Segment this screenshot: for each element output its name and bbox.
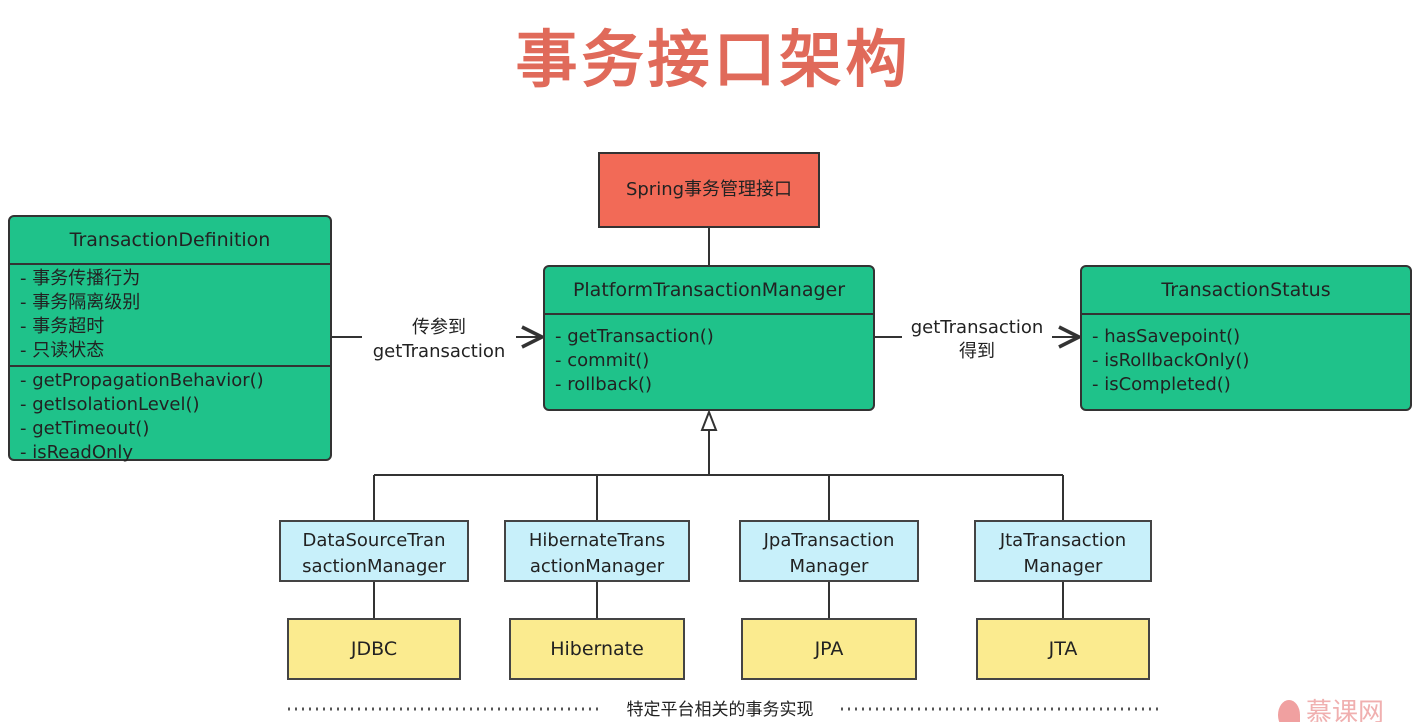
definition-attribute: - 事务传播行为 xyxy=(20,268,141,289)
impl-name-line: actionManager xyxy=(529,556,665,577)
definition-method: - getIsolationLevel() xyxy=(20,394,200,415)
definition-attribute: - 事务隔离级别 xyxy=(20,292,141,313)
status-methods: - hasSavepoint() - isRollbackOnly() - is… xyxy=(1082,315,1410,399)
inheritance-arrow-head xyxy=(700,409,718,431)
impl-name-line: JtaTransaction xyxy=(999,530,1127,551)
definition-method: - isReadOnly xyxy=(20,442,134,463)
platform-transaction-manager-box: PlatformTransactionManager - getTransact… xyxy=(543,265,875,411)
jpa-transaction-manager-box: JpaTransaction Manager xyxy=(739,520,919,582)
manager-method: - getTransaction() xyxy=(555,326,714,347)
spring-transaction-interface-box: Spring事务管理接口 xyxy=(598,152,820,228)
definition-to-manager-label: 传参到 getTransaction xyxy=(362,316,516,364)
edge-label-line: getTransaction xyxy=(372,341,506,362)
transaction-definition-box: TransactionDefinition - 事务传播行为 - 事务隔离级别 … xyxy=(8,215,332,463)
watermark-logo: 慕课网 xyxy=(1278,696,1427,722)
transaction-definition-title: TransactionDefinition xyxy=(10,217,330,265)
manager-methods: - getTransaction() - commit() - rollback… xyxy=(545,315,873,399)
platform-transaction-manager-title: PlatformTransactionManager xyxy=(545,267,873,315)
transaction-status-title: TransactionStatus xyxy=(1082,267,1410,315)
platform-hibernate-box: Hibernate xyxy=(509,618,685,680)
manager-method: - commit() xyxy=(555,350,650,371)
footer-caption: 特定平台相关的事务实现 xyxy=(600,698,840,722)
status-method: - hasSavepoint() xyxy=(1092,326,1241,347)
datasource-transaction-manager-box: DataSourceTran sactionManager xyxy=(279,520,469,582)
impl-name-line: Manager xyxy=(789,556,869,577)
edge-label-line: getTransaction xyxy=(910,317,1044,338)
impl-name-line: DataSourceTran xyxy=(302,530,446,551)
definition-attribute: - 只读状态 xyxy=(20,340,105,361)
impl-name-line: HibernateTrans xyxy=(528,530,666,551)
status-method: - isCompleted() xyxy=(1092,374,1231,395)
definition-attributes: - 事务传播行为 - 事务隔离级别 - 事务超时 - 只读状态 xyxy=(10,265,330,365)
impl-name-line: JpaTransaction xyxy=(763,530,895,551)
jta-transaction-manager-box: JtaTransaction Manager xyxy=(974,520,1152,582)
impl-name-line: sactionManager xyxy=(302,556,446,577)
impl-name-line: Manager xyxy=(1023,556,1103,577)
watermark-text: 慕课网 xyxy=(1306,698,1385,722)
definition-methods: - getPropagationBehavior() - getIsolatio… xyxy=(10,365,330,467)
edge-label-line: 得到 xyxy=(959,341,995,362)
page-title: 事务接口架构 xyxy=(515,23,912,96)
platform-jpa-box: JPA xyxy=(741,618,917,680)
edge-label-line: 传参到 xyxy=(412,317,466,338)
transaction-status-box: TransactionStatus - hasSavepoint() - isR… xyxy=(1080,265,1412,411)
manager-to-status-label: getTransaction 得到 xyxy=(902,316,1052,364)
definition-method: - getTimeout() xyxy=(20,418,150,439)
manager-method: - rollback() xyxy=(555,374,653,395)
platform-jta-box: JTA xyxy=(976,618,1150,680)
definition-method: - getPropagationBehavior() xyxy=(20,370,264,391)
platform-jdbc-box: JDBC xyxy=(287,618,461,680)
flame-icon xyxy=(1278,700,1300,722)
hibernate-transaction-manager-box: HibernateTrans actionManager xyxy=(504,520,690,582)
definition-attribute: - 事务超时 xyxy=(20,316,105,337)
status-method: - isRollbackOnly() xyxy=(1092,350,1250,371)
